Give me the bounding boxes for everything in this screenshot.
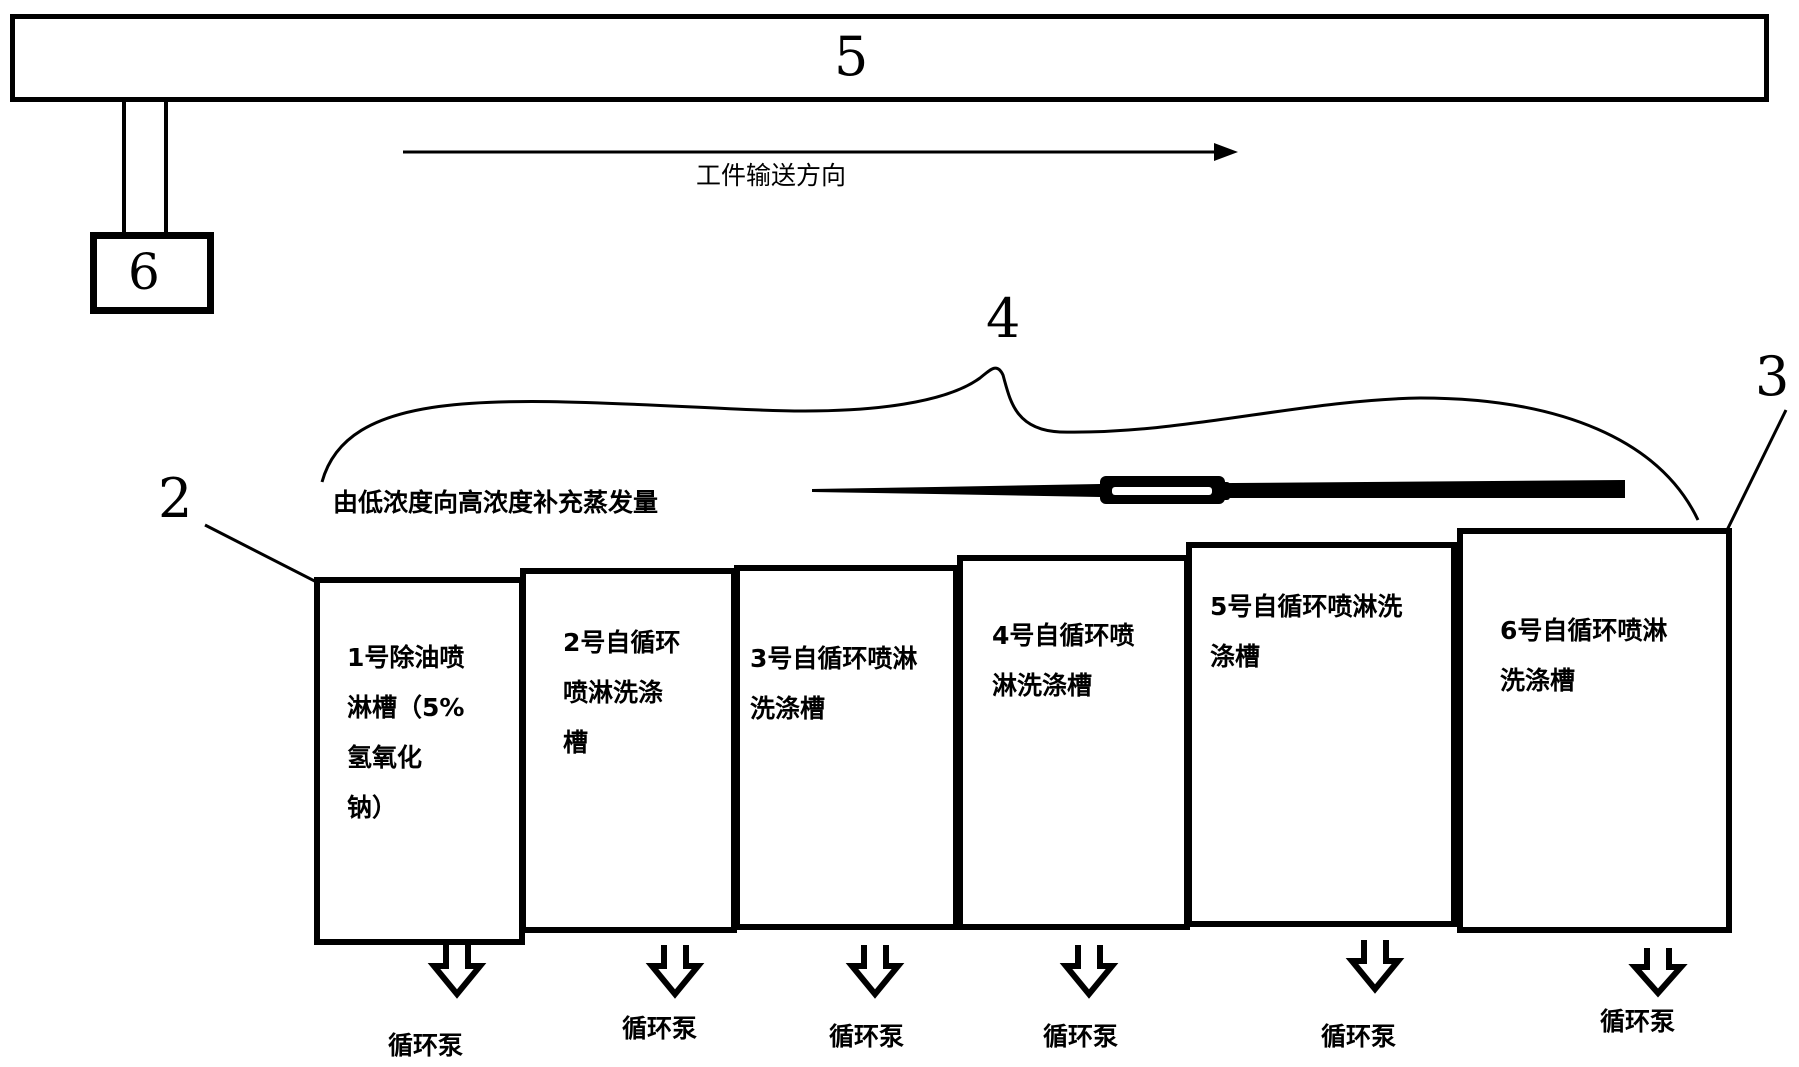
pump-label-1: 循环泵: [388, 1031, 464, 1060]
supplement-text: 由低浓度向高浓度补充蒸发量: [333, 488, 659, 517]
tank-6: [1457, 528, 1732, 933]
pump-label-6: 循环泵: [1600, 1007, 1676, 1036]
pump-label-3: 循环泵: [829, 1022, 905, 1051]
hanger-post-right: [164, 100, 168, 236]
direction-text: 工件输送方向: [696, 161, 847, 190]
conveyor-rail: [10, 14, 1769, 102]
direction-arrow: [403, 143, 1238, 161]
tank-3: [734, 565, 959, 930]
station-box: [90, 232, 214, 314]
tank-5: [1186, 542, 1457, 927]
tank-4-label: 4号自循环喷 淋洗涤槽: [992, 621, 1135, 700]
station-label: 6: [128, 243, 160, 301]
supply-pipe: [812, 476, 1625, 504]
tank-1-label: 1号除油喷 淋槽（5% 氢氧化 钠）: [347, 643, 465, 822]
conveyor-label: 5: [834, 25, 869, 88]
pump-label-5: 循环泵: [1321, 1022, 1397, 1051]
group-label: 4: [986, 287, 1021, 350]
tank-2-label: 2号自循环 喷淋洗涤 槽: [563, 628, 681, 757]
hanger-post-left: [122, 100, 126, 236]
tank-6-label: 6号自循环喷淋 洗涤槽: [1500, 616, 1668, 695]
tank-5-label: 5号自循环喷淋洗 涤槽: [1210, 592, 1403, 671]
pump-label-4: 循环泵: [1043, 1022, 1119, 1051]
group-brace: [320, 366, 1700, 521]
tank-ref-3: 3: [1755, 345, 1790, 408]
pump-label-2: 循环泵: [622, 1014, 698, 1043]
tank-3-label: 3号自循环喷淋 洗涤槽: [750, 644, 918, 723]
tank-ref-2: 2: [158, 467, 193, 530]
